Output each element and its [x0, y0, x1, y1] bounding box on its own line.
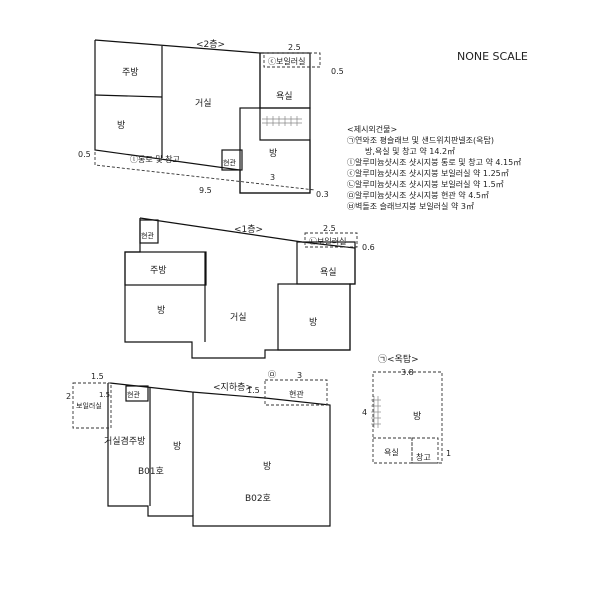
rooftop-dim-right: 1: [446, 449, 451, 458]
basement-entrance-big-label: 현관: [289, 389, 304, 399]
notes-line: 방,욕실 및 창고 약 14.2㎡: [365, 146, 455, 156]
basement-dim-top-right: 3: [297, 371, 302, 380]
floor-2-dim-inner: 3: [270, 173, 275, 182]
floor-2-wall: [94, 94, 163, 98]
rooftop-plan: ㉠<옥탑> 3.8 4 1 방 욕실 창고: [362, 353, 451, 464]
floor-2-kitchen-label: 주방: [122, 67, 139, 78]
notes-title: <제시외건물>: [347, 124, 397, 134]
floor-1-living-label: 거실: [230, 312, 247, 323]
floor-1-kitchen-label: 주방: [150, 265, 167, 276]
basement-title: <지하층>: [213, 382, 253, 393]
notes-line: ㉤알루미늄샷시조 샷시지붕 현관 약 4.5㎡: [347, 190, 489, 200]
rooftop-title: ㉠<옥탑>: [378, 353, 419, 365]
notes-line: ㉡알루미늄샷시조 샷시지붕 보일러실 약 1.5㎡: [347, 179, 504, 189]
rooftop-room-label: 방: [413, 411, 421, 422]
scale-note: NONE SCALE: [457, 50, 528, 63]
floor-2-room-left-label: 방: [117, 120, 125, 131]
floor-1-kitchen: [124, 251, 207, 286]
basement-unit-b01: B01호: [138, 466, 164, 477]
outbuilding-notes: <제시외건물> ㉠연와조 평슬래브 및 샌드위치판넬조(옥탑) 방,욕실 및 창…: [347, 124, 521, 211]
basement-room-mid-label: 방: [173, 441, 181, 452]
basement-unit-b02: B02호: [245, 493, 271, 504]
basement-dim-left: 2: [66, 392, 71, 401]
floor-2-passage: [94, 152, 316, 191]
rooftop-dim-left: 4: [362, 408, 367, 417]
basement-living-kitchen-label: 거실겸주방: [104, 435, 145, 447]
floor-2-dim-left: 0.5: [78, 150, 91, 159]
floor-1-title: <1층>: [234, 224, 263, 235]
basement-boiler-room: [72, 382, 112, 429]
rooftop-outline: [372, 371, 443, 464]
floor-1-bath-label: 욕실: [320, 267, 337, 278]
rooftop-stair-hatch: [371, 396, 381, 428]
floor-2-entrance: [221, 149, 243, 171]
floor-1-plan: <1층> 현관 주방 방 거실 욕실 방 ㉡보일러실 2.5 0.6: [124, 217, 375, 359]
floor-2-boiler-label: ⓒ보일러실: [268, 56, 305, 66]
basement-dim-top-left: 1.5: [99, 391, 110, 399]
floor-2-dim-right-top: 0.5: [331, 67, 344, 76]
floor-1-room-right: [277, 283, 351, 351]
basement-dim-mid: 1.5: [247, 386, 260, 395]
floor-2-boiler-room: [263, 52, 321, 68]
rooftop-bath-label: 욕실: [384, 447, 399, 457]
notes-line: ㉠연와조 평슬래브 및 샌드위치판넬조(옥탑): [347, 135, 494, 145]
floor-2-entrance-label: 현관: [223, 158, 236, 167]
floor-1-entrance: [139, 219, 159, 244]
floor-2-plan: <2층> 주방 방 거실 욕실 방 현관 ⓒ보일러실 ⓛ통로 및 창고 2.5 …: [78, 39, 344, 199]
floor-2-title: <2층>: [196, 39, 225, 50]
floor-2-dim-bottom: 9.5: [199, 186, 212, 195]
notes-line: ㉥벽돌조 슬래브지붕 보일러실 약 3㎡: [347, 201, 474, 211]
floor-1-boiler-room: [304, 232, 358, 248]
basement-dim-top-left-value: 1.5: [91, 372, 104, 381]
floor-2-passage-label: ⓛ통로 및 창고: [130, 154, 180, 164]
notes-line: ⓛ알루미늄샷시조 샷시지붕 통로 및 창고 약 4.15㎡: [347, 157, 521, 167]
floor-2-living-label: 거실: [195, 98, 212, 109]
basement-entrance-small-label: 현관: [127, 390, 140, 399]
floor-2-stair-hatch: [262, 116, 302, 126]
basement-room-big-label: 방: [263, 461, 271, 472]
basement-marker: ㉤: [268, 370, 276, 379]
basement-entrance-big: [264, 379, 328, 406]
floor-1-boiler-label: ㉡보일러실: [309, 236, 346, 246]
floor-1-dim-right: 0.6: [362, 243, 375, 252]
rooftop-storage-label: 창고: [416, 453, 431, 462]
floor-2-bath-label: 욕실: [276, 91, 293, 102]
basement-boiler-label: 보일러실: [76, 401, 102, 410]
floor-1-entrance-label: 현관: [141, 231, 154, 240]
basement-outline: [107, 382, 331, 527]
floor-2-room-right-label: 방: [269, 148, 277, 159]
floor-2-dim-top: 2.5: [288, 43, 301, 52]
floor-2-dim-right-bottom: 0.3: [316, 190, 329, 199]
basement-entrance-small: [125, 385, 149, 402]
floor-1-dim-top: 2.5: [323, 224, 336, 233]
basement-plan: <지하층> 1.5 1.5 2 보일러실 현관 거실겸주방 방 B01호 방 B…: [66, 370, 331, 527]
floor-1-room-left-label: 방: [157, 305, 165, 316]
rooftop-dim-top: 3.8: [401, 368, 414, 377]
rooftop-storage: [411, 437, 439, 464]
floor-1-room-right-label: 방: [309, 317, 317, 328]
notes-line: ⓒ알루미늄샷시조 샷시지붕 보일러실 약 1.25㎡: [347, 168, 509, 178]
